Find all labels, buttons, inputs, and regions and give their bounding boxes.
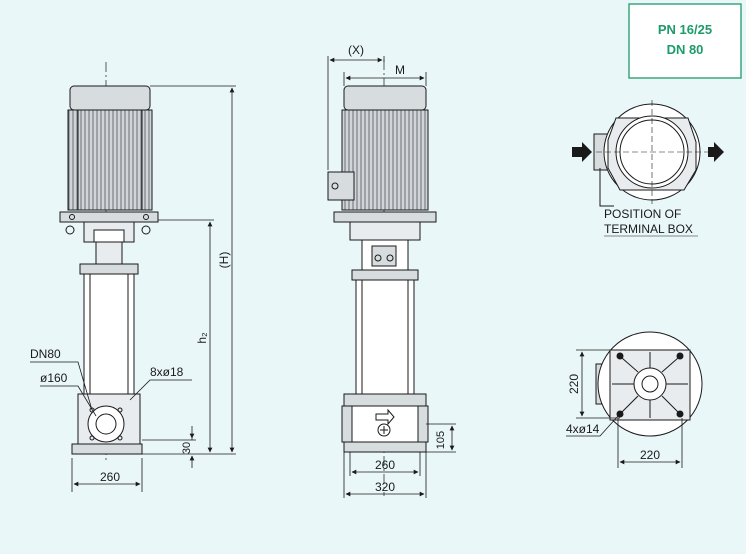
terminal-caption-1: POSITION OF <box>604 207 681 221</box>
dn-label: DN80 <box>30 347 61 361</box>
terminal-box-view <box>593 100 708 207</box>
side-width-inner-dim: 260 <box>375 458 395 472</box>
bottom-vertical-dim: 220 <box>567 374 581 394</box>
side-width-outer-dim: 320 <box>375 480 395 494</box>
bottom-view-annotations <box>566 349 683 468</box>
bottom-view <box>595 331 703 437</box>
badge-dn: DN 80 <box>667 42 704 57</box>
height-h-dim: (H) <box>217 252 231 269</box>
badge-pn: PN 16/25 <box>658 22 712 37</box>
side-base-height-dim: 105 <box>435 431 447 449</box>
side-view <box>327 60 437 496</box>
front-view <box>59 62 159 460</box>
bolt-holes-label: 8xø18 <box>150 365 184 379</box>
side-view-annotations <box>327 56 456 498</box>
terminal-caption-2: TERMINAL BOX <box>604 222 693 236</box>
flange-diameter-label: ø160 <box>40 371 68 385</box>
height-h2-dim: h₂ <box>195 332 209 344</box>
bottom-horizontal-dim: 220 <box>640 448 660 462</box>
arrow-right-icon <box>572 142 592 162</box>
offset-x-dim: (X) <box>348 43 364 57</box>
base-height-dim: 30 <box>181 442 193 454</box>
pressure-rating-badge: PN 16/25 DN 80 <box>628 3 742 79</box>
motor-m-dim: M <box>395 63 405 77</box>
front-view-annotations <box>30 85 236 492</box>
front-width-dim: 260 <box>100 470 120 484</box>
anchor-holes-label: 4xø14 <box>566 422 600 436</box>
arrow-right-icon <box>708 142 724 162</box>
